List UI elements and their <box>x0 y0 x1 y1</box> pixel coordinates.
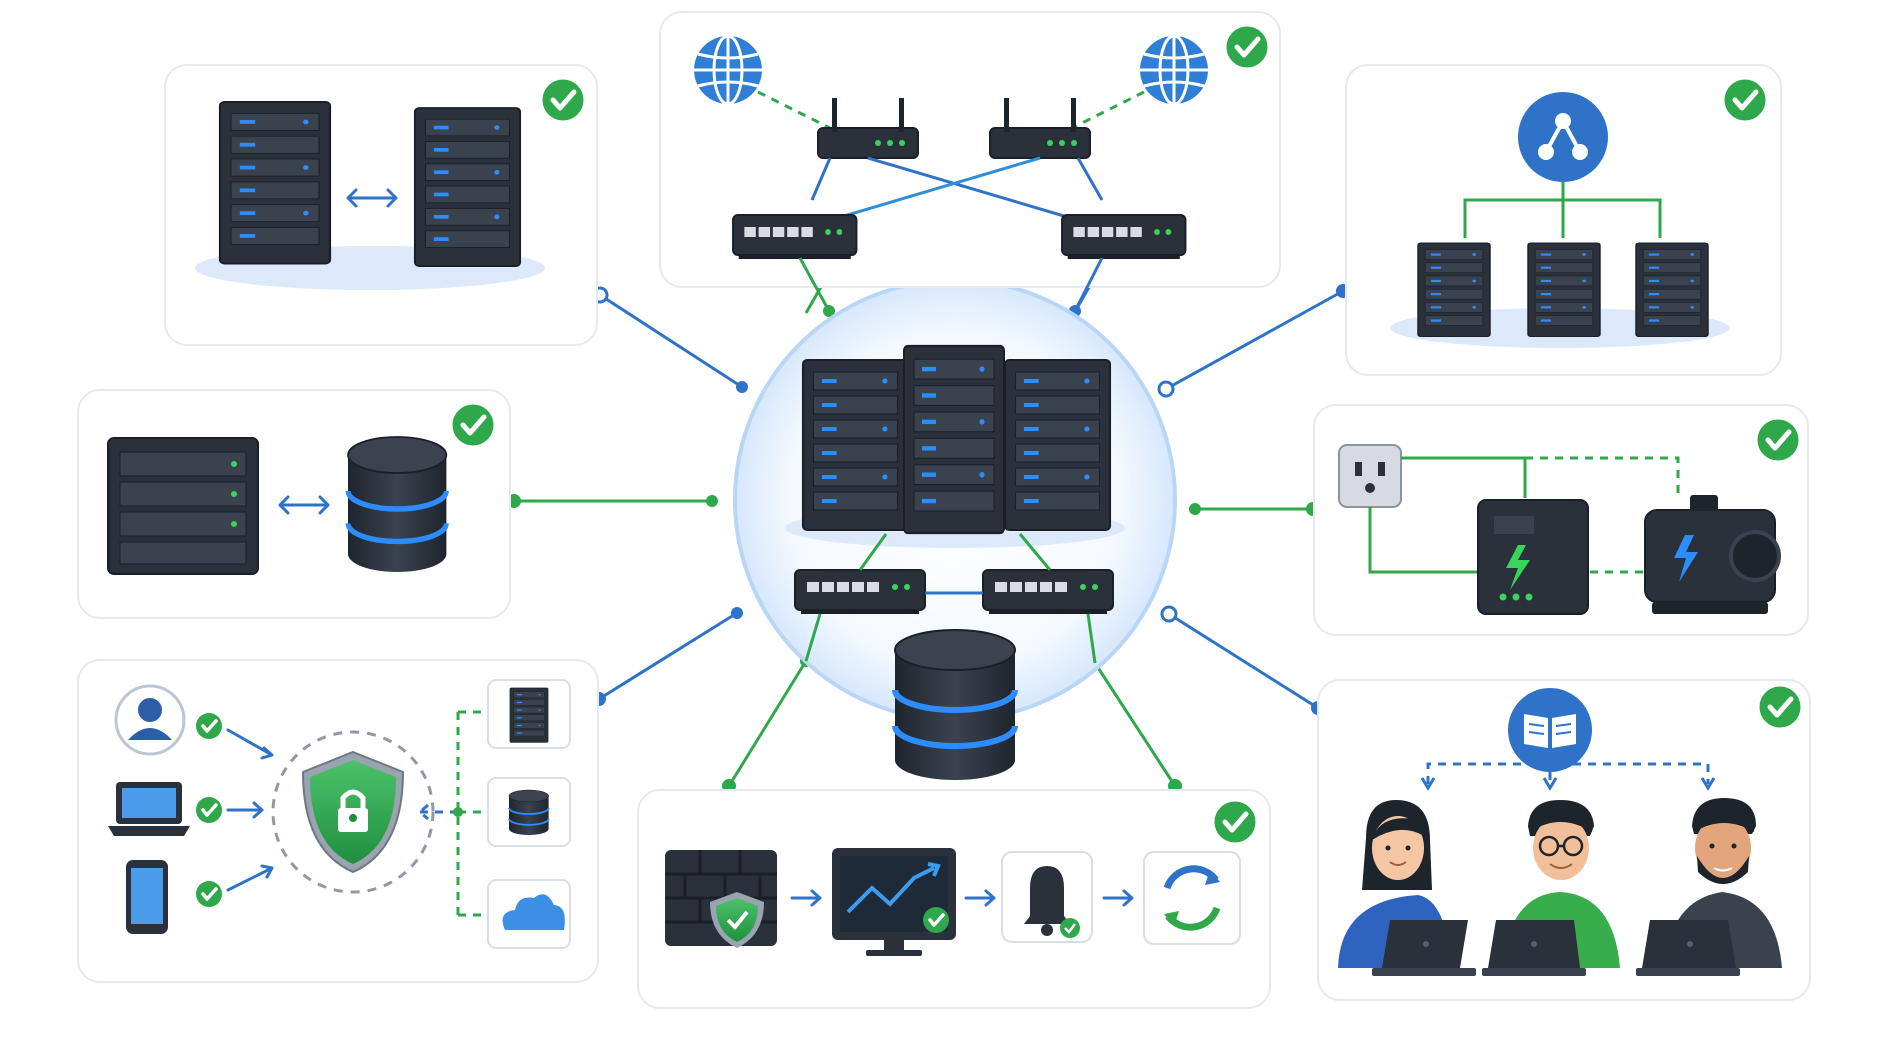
panel-team-training <box>1317 679 1811 1001</box>
power-outlet-icon <box>1338 444 1402 508</box>
server-rack-icon <box>1635 242 1709 338</box>
server-rack-icon <box>1417 242 1491 338</box>
checkmark-icon <box>541 78 585 122</box>
link-team-training <box>1168 612 1319 710</box>
monitor-chart-icon <box>832 848 956 956</box>
link-load-balancing <box>1165 289 1344 391</box>
bell-icon <box>1024 866 1080 938</box>
bidirectional-arrow-icon <box>278 495 330 515</box>
database-icon <box>348 437 446 572</box>
checkmark-icon <box>921 905 951 935</box>
panel-server-replication <box>164 64 598 346</box>
server-rack-icon <box>1527 242 1601 338</box>
link-server-replication <box>599 293 743 389</box>
panel-access-security <box>77 659 599 983</box>
link-access-security <box>598 611 738 701</box>
checkmark-icon <box>1756 418 1800 462</box>
central-hub <box>733 278 1177 780</box>
database-icon <box>508 789 550 836</box>
checkmark-icon <box>1213 800 1257 844</box>
connector-lines <box>507 272 1350 793</box>
cloud-icon <box>502 894 565 930</box>
panel-database-sync <box>77 389 511 619</box>
shield-lock-icon <box>301 750 405 874</box>
checkmark-icon <box>194 879 224 909</box>
laptop-icon <box>1372 920 1476 976</box>
panel-monitoring-pipeline <box>637 789 1271 1009</box>
ups-battery-icon <box>1477 499 1589 615</box>
checkmark-icon <box>1225 25 1269 69</box>
hierarchy-icon <box>1518 92 1608 182</box>
checkmark-icon <box>194 711 224 741</box>
checkmark-icon <box>1723 78 1767 122</box>
server-rack-icon <box>801 344 1112 535</box>
laptop-icon <box>1482 920 1586 976</box>
database-icon <box>895 630 1015 780</box>
checkmark-icon <box>451 403 495 447</box>
book-icon <box>1508 688 1592 772</box>
generator-icon <box>1644 495 1781 614</box>
server-rack-icon <box>509 687 549 743</box>
laptop-icon <box>108 782 190 836</box>
laptop-icon <box>1636 920 1740 976</box>
network-switch-icon <box>1061 214 1187 260</box>
link-monitoring-left <box>727 660 808 787</box>
panel-power-backup <box>1313 404 1809 636</box>
checkmark-icon <box>1758 685 1802 729</box>
network-switch-icon <box>732 214 858 260</box>
panel-load-balancing <box>1345 64 1782 376</box>
globe-icon <box>1138 34 1210 106</box>
checkmark-icon <box>194 795 224 825</box>
bidirectional-arrow-icon <box>346 188 398 208</box>
globe-icon <box>692 34 764 106</box>
server-box-icon <box>107 437 259 575</box>
link-monitoring-right <box>1093 662 1177 787</box>
server-rack-icon <box>218 100 332 265</box>
user-icon <box>114 684 186 756</box>
phone-icon <box>126 860 168 934</box>
network-switch-icon <box>794 533 1114 664</box>
server-rack-icon <box>413 106 522 268</box>
refresh-icon <box>1163 865 1221 931</box>
firewall-icon <box>665 850 777 948</box>
panel-redundant-network <box>659 11 1281 312</box>
